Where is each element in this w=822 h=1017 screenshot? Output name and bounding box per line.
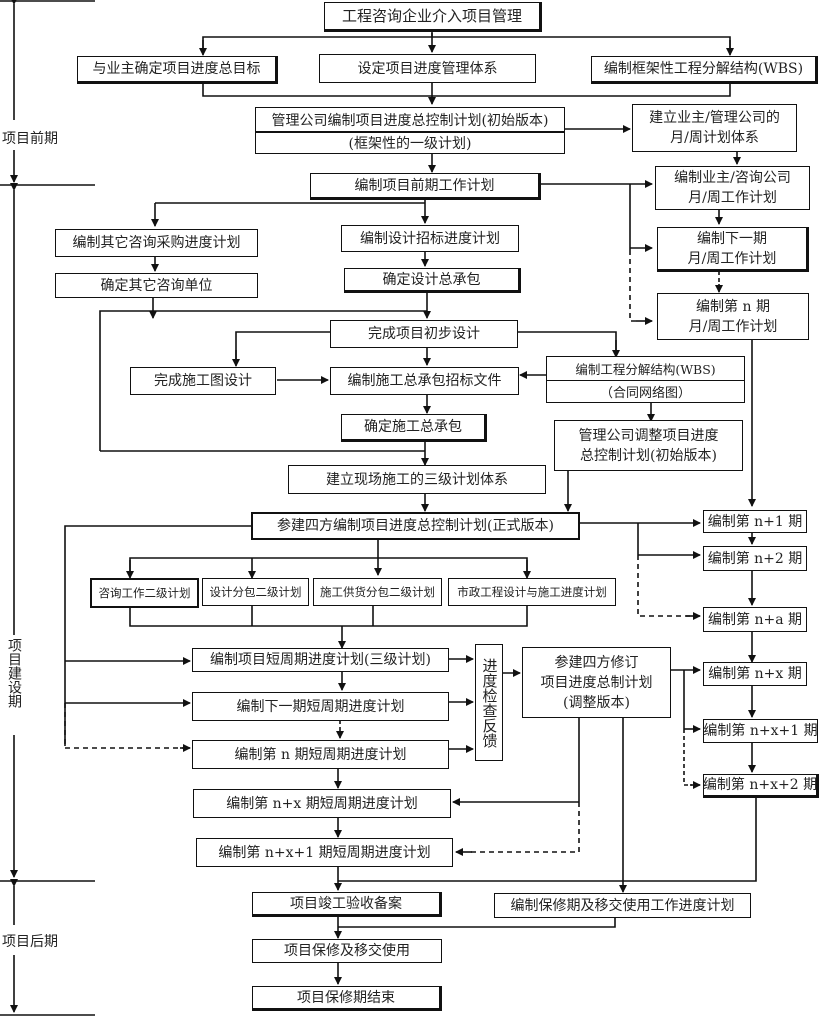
node-next-monthly-plan[interactable]: 编制下一期 月/周工作计划 xyxy=(657,227,809,272)
node-warranty-plan[interactable]: 编制保修期及移交使用工作进度计划 xyxy=(494,893,751,918)
node-construction-drawing[interactable]: 完成施工图设计 xyxy=(130,367,276,395)
node-progress-feedback[interactable]: 进度检查反馈 xyxy=(475,644,503,761)
node-short-plan-nth[interactable]: 编制第 n 期短周期进度计划 xyxy=(192,740,449,769)
revised-master-line3: (调整版本) xyxy=(563,694,630,711)
node-pre-work-plan[interactable]: 编制项目前期工作计划 xyxy=(310,173,541,200)
node-construction-bid-doc[interactable]: 编制施工总承包招标文件 xyxy=(330,367,519,395)
wbs-contract-line1: 编制工程分解结构(WBS) xyxy=(575,362,716,377)
revised-master-line1: 参建四方修订 xyxy=(554,654,639,671)
node-short-plan-nx[interactable]: 编制第 n+x 期短周期进度计划 xyxy=(193,789,451,818)
node-level2-consulting[interactable]: 咨询工作二级计划 xyxy=(90,578,199,608)
node-revised-master-plan[interactable]: 参建四方修订 项目进度总制计划 (调整版本) xyxy=(522,647,671,718)
monthly-system-line2: 月/周计划体系 xyxy=(670,130,759,146)
owner-monthly-line2: 月/周工作计划 xyxy=(688,190,777,206)
next-monthly-line1: 编制下一期 xyxy=(697,230,767,247)
adjust-master-line2: 总控制计划(初始版本) xyxy=(580,447,717,464)
owner-monthly-line1: 编制业主/咨询公司 xyxy=(674,170,791,186)
node-design-contractor[interactable]: 确定设计总承包 xyxy=(344,268,521,293)
master-plan-line2: (框架性的一级计划) xyxy=(256,131,564,153)
node-adjust-master-plan[interactable]: 管理公司调整项目进度 总控制计划(初始版本) xyxy=(554,420,743,471)
nth-monthly-line1: 编制第 n 期 xyxy=(696,298,770,315)
adjust-master-line1: 管理公司调整项目进度 xyxy=(578,427,719,444)
phase-axis xyxy=(0,0,95,1016)
next-monthly-line2: 月/周工作计划 xyxy=(687,250,777,267)
node-other-procurement-plan[interactable]: 编制其它咨询采购进度计划 xyxy=(55,229,258,257)
node-period-nx2[interactable]: 编制第 n+x+2 期 xyxy=(703,774,819,798)
node-short-plan-nx1[interactable]: 编制第 n+x+1 期短周期进度计划 xyxy=(196,838,453,867)
node-progress-goal[interactable]: 与业主确定项目进度总目标 xyxy=(77,56,278,84)
master-plan-line1: 管理公司编制项目进度总控制计划(初始版本) xyxy=(271,112,549,129)
node-short-plan-next[interactable]: 编制下一期短周期进度计划 xyxy=(192,692,449,721)
node-owner-monthly-plan[interactable]: 编制业主/咨询公司 月/周工作计划 xyxy=(655,166,810,210)
node-wbs-contract-network[interactable]: 编制工程分解结构(WBS) （合同网络图） xyxy=(546,356,745,403)
phase-label-pre: 项目前期 xyxy=(2,128,58,148)
node-formal-master-plan[interactable]: 参建四方编制项目进度总控制计划(正式版本) xyxy=(251,512,580,540)
wbs-contract-line2: （合同网络图） xyxy=(547,380,744,402)
node-short-plan-level3[interactable]: 编制项目短周期进度计划(三级计划) xyxy=(192,648,449,672)
node-warranty-handover[interactable]: 项目保修及移交使用 xyxy=(252,939,442,963)
node-level2-municipal[interactable]: 市政工程设计与施工进度计划 xyxy=(448,578,616,606)
node-design-bid-plan[interactable]: 编制设计招标进度计划 xyxy=(341,225,519,252)
nth-monthly-line2: 月/周工作计划 xyxy=(688,318,778,335)
node-level2-construction-supply[interactable]: 施工供货分包二级计划 xyxy=(313,578,442,606)
node-period-n2[interactable]: 编制第 n+2 期 xyxy=(703,546,807,571)
node-period-n1[interactable]: 编制第 n+1 期 xyxy=(703,510,807,533)
node-nth-monthly-plan[interactable]: 编制第 n 期 月/周工作计划 xyxy=(657,293,809,340)
node-management-system[interactable]: 设定项目进度管理体系 xyxy=(319,54,536,83)
node-master-plan-initial[interactable]: 管理公司编制项目进度总控制计划(初始版本) (框架性的一级计划) xyxy=(255,107,565,154)
node-period-na[interactable]: 编制第 n+a 期 xyxy=(703,607,807,632)
phase-label-construction: 项目建设期 xyxy=(6,638,22,708)
node-monthly-system[interactable]: 建立业主/管理公司的 月/周计划体系 xyxy=(632,104,797,152)
node-warranty-end[interactable]: 项目保修期结束 xyxy=(252,986,442,1011)
node-preliminary-design[interactable]: 完成项目初步设计 xyxy=(330,320,518,348)
node-period-nx1[interactable]: 编制第 n+x+1 期 xyxy=(703,719,818,743)
node-consulting-entry[interactable]: 工程咨询企业介入项目管理 xyxy=(324,2,542,32)
phase-label-post: 项目后期 xyxy=(2,931,58,951)
node-period-nx[interactable]: 编制第 n+x 期 xyxy=(703,662,807,686)
node-completion-acceptance[interactable]: 项目竣工验收备案 xyxy=(252,892,442,917)
revised-master-line2: 项目进度总制计划 xyxy=(540,674,653,691)
node-three-level-system[interactable]: 建立现场施工的三级计划体系 xyxy=(288,465,546,494)
monthly-system-line1: 建立业主/管理公司的 xyxy=(649,110,780,126)
node-other-consultant[interactable]: 确定其它咨询单位 xyxy=(55,273,258,298)
node-construction-contractor[interactable]: 确定施工总承包 xyxy=(341,414,487,442)
node-wbs-framework[interactable]: 编制框架性工程分解结构(WBS) xyxy=(591,56,818,84)
node-level2-design-sub[interactable]: 设计分包二级计划 xyxy=(202,578,309,606)
